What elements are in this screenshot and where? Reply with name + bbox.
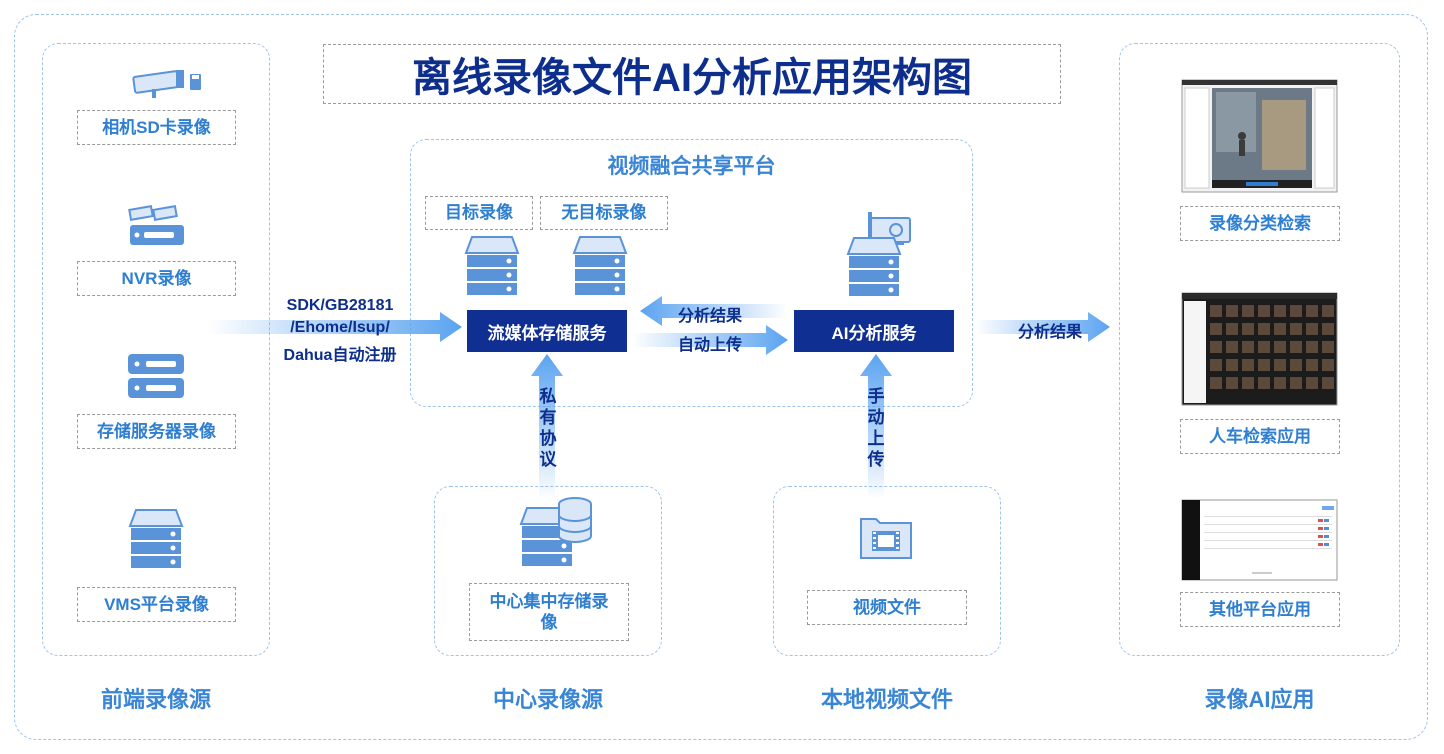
section-front: 前端录像源 [100,687,211,712]
vms-server-icon [128,509,184,568]
target-recording-label: 目标录像 [425,196,533,230]
auto-upload-arrow [632,325,788,355]
section-local: 本地视频文件 [820,687,953,712]
video-file-label: 视频文件 [807,590,967,625]
platform-panel [410,139,973,407]
center-storage-label: 中心集中存储录像 [469,583,629,641]
app-item-person-vehicle: 人车检索应用 [1180,419,1340,454]
front-item-storage: 存储服务器录像 [77,414,236,449]
front-item-nvr: NVR录像 [77,261,236,296]
result-back-label: 分析结果 [677,308,742,325]
result-out-label: 分析结果 [1017,324,1082,341]
result-back-arrow [640,296,788,326]
other-platform-screenshot [1181,499,1338,581]
no-target-recording-label: 无目标录像 [540,196,668,230]
classify-search-screenshot [1181,79,1338,193]
front-item-sd: 相机SD卡录像 [77,110,236,145]
stream-storage-service: 流媒体存储服务 [467,310,627,352]
ingest-arrow [208,312,462,342]
front-item-vms: VMS平台录像 [77,587,236,622]
result-out-arrow [975,312,1110,342]
ai-server-icon [846,212,911,296]
no-target-server-icon [572,236,628,295]
outer-frame [14,14,1428,740]
camera-sd-icon [132,70,201,98]
section-ai-app: 录像AI应用 [1204,687,1315,712]
target-server-icon [464,236,520,295]
person-vehicle-screenshot [1181,292,1338,406]
video-file-icon [860,518,912,559]
nvr-icon [128,205,184,245]
section-center: 中心录像源 [492,687,603,712]
auto-upload-label: 自动上传 [677,337,742,354]
app-item-classify: 录像分类检索 [1180,206,1340,241]
central-storage-icon [519,497,592,566]
page-title: 离线录像文件AI分析应用架构图 [323,44,1061,104]
front-source-panel [42,43,270,656]
manual-upload-label: 手动上传 [867,387,885,469]
app-item-other: 其他平台应用 [1180,592,1340,627]
platform-title: 视频融合共享平台 [607,155,776,178]
protocol-label-line2: /Ehome/Isup/ [290,319,390,336]
manual-upload-arrow [860,354,892,500]
storage-server-icon [128,354,184,398]
private-protocol-label: 私有协议 [539,387,557,469]
protocol-label-line1: SDK/GB28181 [286,297,394,314]
protocol-label-line3: Dahua自动注册 [283,347,397,364]
ai-app-panel [1119,43,1400,656]
local-file-panel [773,486,1001,656]
ai-analysis-service: AI分析服务 [794,310,954,352]
private-protocol-arrow [531,354,563,500]
